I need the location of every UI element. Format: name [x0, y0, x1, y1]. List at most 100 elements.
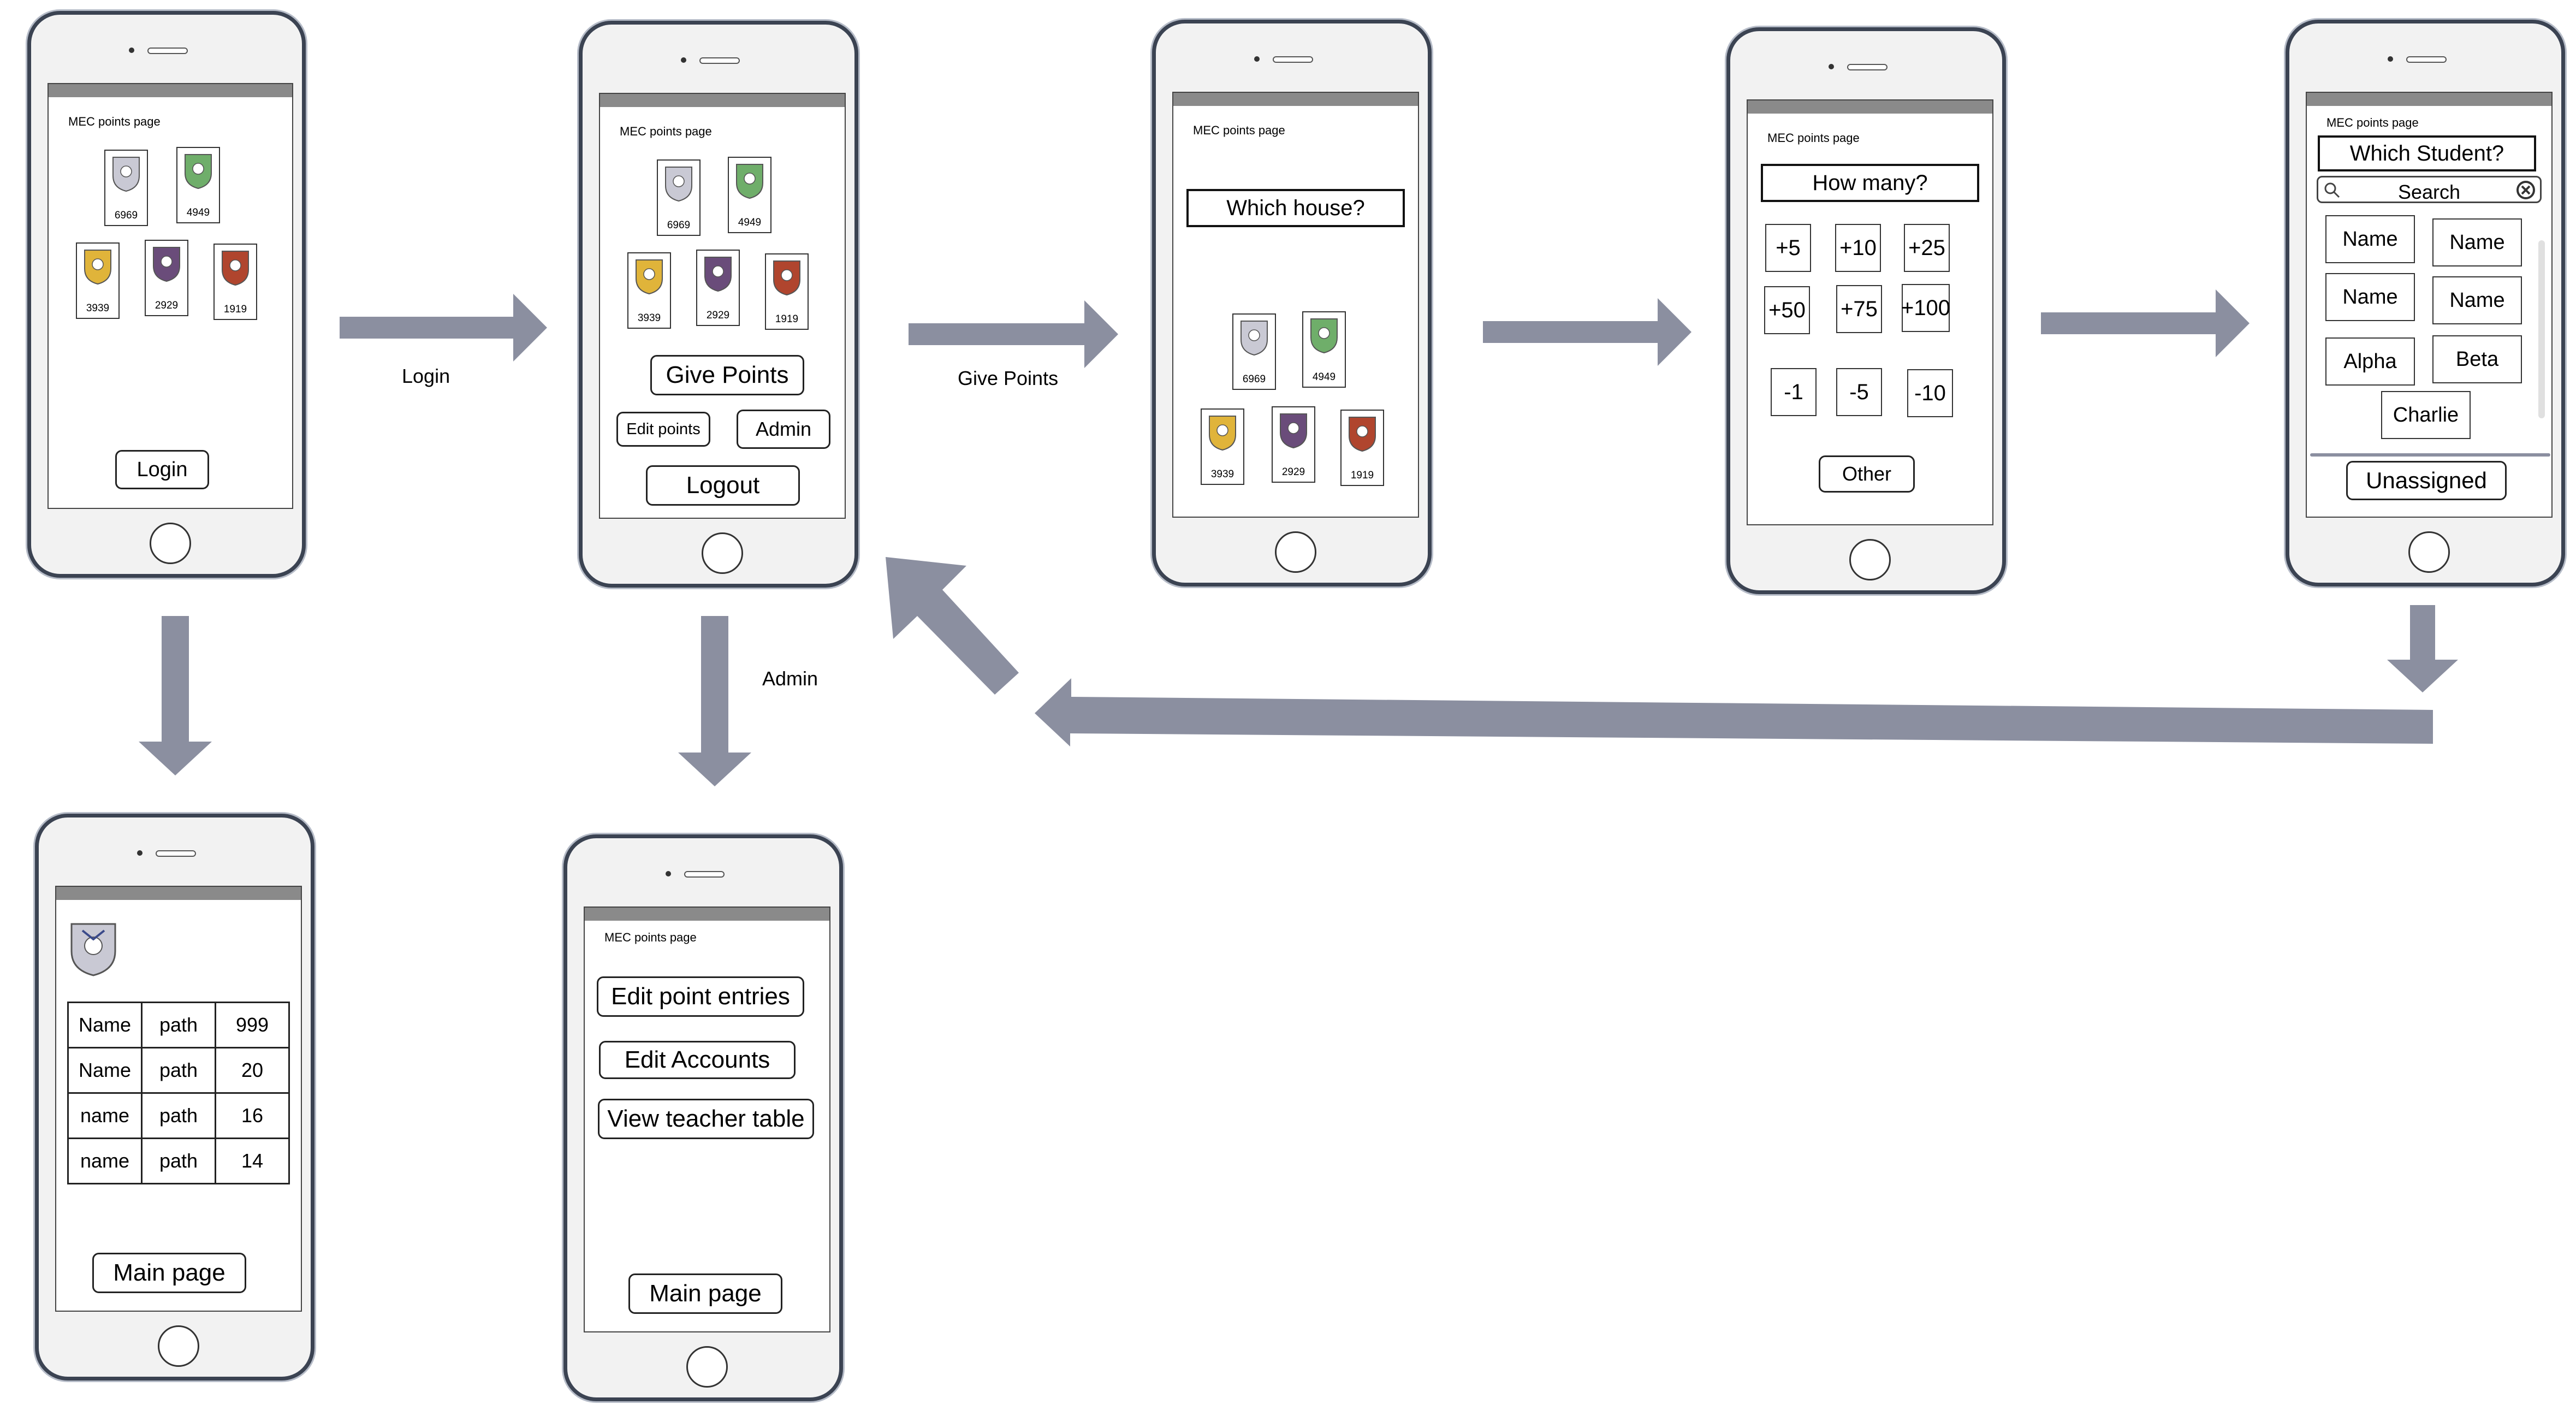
amount-plus-25-button[interactable]: +25: [1904, 224, 1950, 272]
student-button[interactable]: Name: [2432, 218, 2522, 266]
house-card-1919[interactable]: 1919: [213, 244, 257, 320]
home-button[interactable]: [686, 1346, 728, 1388]
main-page-button[interactable]: Main page: [628, 1273, 782, 1314]
house-card-1919[interactable]: 1919: [765, 253, 809, 330]
student-button[interactable]: Name: [2432, 276, 2522, 324]
amount-minus-1-button[interactable]: -1: [1771, 368, 1817, 416]
home-button[interactable]: [1275, 531, 1316, 573]
home-button[interactable]: [702, 532, 743, 574]
give-points-button[interactable]: Give Points: [650, 355, 804, 395]
camera-icon: [2388, 56, 2393, 62]
flow-label-login: Login: [402, 365, 450, 387]
beast-crest-icon: [1280, 413, 1307, 449]
house-card-2929[interactable]: 2929: [1272, 406, 1315, 483]
search-placeholder: Search: [2397, 181, 2461, 203]
house-card-6969[interactable]: 6969: [657, 159, 701, 236]
table-cell-name: Name: [67, 1002, 143, 1048]
edit-accounts-button[interactable]: Edit Accounts: [599, 1041, 796, 1079]
student-button[interactable]: Name: [2325, 215, 2415, 263]
student-list-scrollbar[interactable]: [2538, 240, 2545, 418]
admin-button[interactable]: Admin: [737, 410, 830, 449]
arrow-login-to-main: [340, 294, 547, 362]
home-button[interactable]: [150, 523, 191, 564]
edit-points-button[interactable]: Edit points: [616, 412, 710, 447]
flow-label-admin: Admin: [762, 667, 818, 690]
unassigned-button[interactable]: Unassigned: [2346, 461, 2507, 500]
house-number: 6969: [1242, 374, 1266, 385]
house-card-3939[interactable]: 3939: [1201, 408, 1244, 485]
phone-which-student-screen: MEC points page Which Student? Search Na…: [2286, 20, 2565, 586]
page-title: MEC points page: [604, 931, 697, 944]
phone-screen: MEC points page 6969 4949 3939 2929 1919…: [48, 83, 293, 509]
header-bar: [2307, 93, 2551, 106]
arrow-how-many-to-which-student: [2041, 289, 2249, 357]
house-card-4949[interactable]: 4949: [176, 147, 220, 223]
house-card-3939[interactable]: 3939: [76, 242, 120, 319]
serpent-crest-icon: [84, 250, 111, 285]
camera-icon: [666, 871, 671, 876]
student-button[interactable]: Name: [2325, 273, 2415, 321]
student-search-field[interactable]: Search: [2317, 176, 2542, 203]
edit-point-entries-button[interactable]: Edit point entries: [597, 976, 804, 1017]
phone-screen: MEC points page How many? +5 +10 +25 +50…: [1747, 99, 1993, 525]
amount-minus-5-button[interactable]: -5: [1836, 368, 1882, 416]
amount-plus-10-button[interactable]: +10: [1835, 224, 1881, 272]
logout-button[interactable]: Logout: [646, 465, 800, 506]
phone-how-many-screen: MEC points page How many? +5 +10 +25 +50…: [1726, 27, 2006, 594]
house-crest-logo: [70, 923, 116, 976]
camera-icon: [681, 57, 686, 63]
house-number: 4949: [738, 217, 762, 228]
table-cell-points: 20: [215, 1047, 290, 1094]
beast-crest-icon: [704, 257, 732, 292]
speaker-icon: [147, 48, 188, 54]
arrow-return-to-main: [1035, 678, 2433, 747]
camera-icon: [1829, 64, 1834, 69]
amount-plus-50-button[interactable]: +50: [1764, 286, 1810, 334]
house-card-1919[interactable]: 1919: [1340, 410, 1384, 486]
other-amount-button[interactable]: Other: [1819, 455, 1915, 493]
phone-screen: MEC points page Which house? 6969 4949 3…: [1172, 92, 1419, 518]
main-page-button[interactable]: Main page: [92, 1253, 246, 1293]
lion-crest-icon: [1349, 417, 1376, 452]
house-card-2929[interactable]: 2929: [145, 240, 188, 316]
list-divider: [2310, 453, 2550, 457]
student-button-charlie[interactable]: Charlie: [2381, 391, 2471, 439]
header-bar: [1748, 100, 1992, 114]
header-bar: [600, 94, 845, 107]
home-button[interactable]: [158, 1325, 199, 1367]
arrow-main-to-which-house: [909, 300, 1118, 368]
dragon-crest-icon: [185, 154, 212, 189]
amount-plus-5-button[interactable]: +5: [1765, 224, 1811, 272]
house-card-6969[interactable]: 6969: [1232, 313, 1276, 390]
login-button[interactable]: Login: [115, 450, 209, 489]
student-button-alpha[interactable]: Alpha: [2325, 337, 2415, 386]
camera-icon: [1254, 56, 1260, 62]
page-title: MEC points page: [2326, 116, 2419, 129]
lion-crest-icon: [773, 260, 800, 296]
bird-crest-icon: [1240, 321, 1268, 356]
home-button[interactable]: [1849, 539, 1891, 580]
amount-minus-10-button[interactable]: -10: [1907, 369, 1953, 417]
house-card-4949[interactable]: 4949: [1302, 311, 1346, 388]
table-cell-path: path: [141, 1002, 216, 1048]
phone-screen: MEC points page Edit point entries Edit …: [584, 907, 830, 1332]
house-number: 2929: [1281, 466, 1305, 478]
house-card-2929[interactable]: 2929: [696, 250, 740, 326]
camera-icon: [137, 850, 143, 856]
table-cell-points: 14: [215, 1138, 290, 1184]
house-card-3939[interactable]: 3939: [627, 252, 671, 329]
dragon-crest-icon: [736, 164, 763, 199]
amount-plus-100-button[interactable]: +100: [1901, 284, 1950, 332]
clear-search-icon[interactable]: [2516, 180, 2536, 200]
amount-plus-75-button[interactable]: +75: [1836, 285, 1882, 333]
student-button-beta[interactable]: Beta: [2432, 335, 2522, 383]
arrow-login-to-leaderboard: [139, 616, 212, 775]
home-button[interactable]: [2408, 531, 2450, 573]
house-card-4949[interactable]: 4949: [728, 157, 771, 233]
table-cell-points: 16: [215, 1092, 290, 1139]
view-teacher-table-button[interactable]: View teacher table: [598, 1099, 814, 1139]
house-number: 4949: [1312, 371, 1336, 383]
house-card-6969[interactable]: 6969: [104, 150, 148, 226]
house-number: 2929: [706, 310, 730, 321]
phone-screen: Name path 999 Name path 20 name path 16 …: [55, 886, 302, 1312]
